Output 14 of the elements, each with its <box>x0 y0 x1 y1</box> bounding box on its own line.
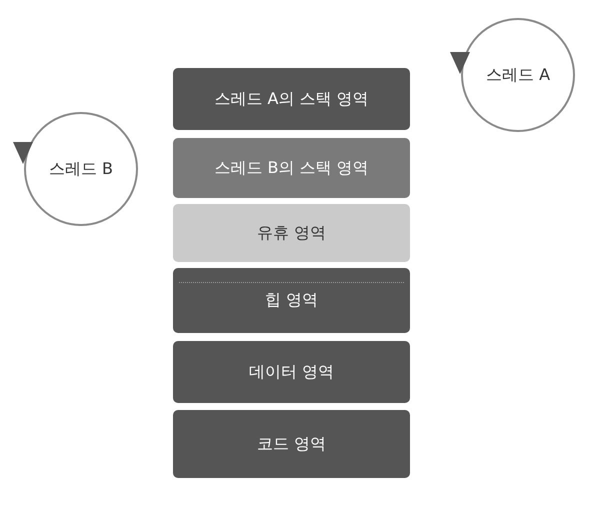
memory-region-block <box>173 138 410 198</box>
memory-region-block <box>173 204 410 262</box>
label-text: 데이터 영역 <box>248 362 334 382</box>
label-text: 스레드 A <box>486 64 550 86</box>
label-text: 유휴 영역 <box>256 222 326 244</box>
label-text: 스레드 A의 스택 영역 <box>214 88 369 110</box>
memory-region-block <box>173 68 410 130</box>
memory-region-block <box>173 268 410 333</box>
label-text: 스레드 B <box>48 158 114 180</box>
label-text: 스레드 B의 스택 영역 <box>214 158 369 178</box>
memory-region-block <box>173 341 410 403</box>
memory-region-block <box>173 410 410 478</box>
label-text: 힙 영역 <box>264 290 318 311</box>
label-text: 코드 영역 <box>256 434 326 454</box>
